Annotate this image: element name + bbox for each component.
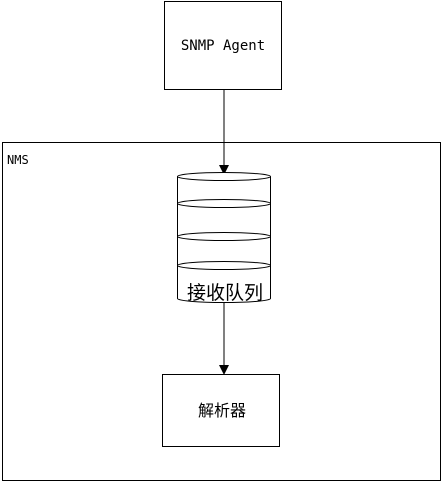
queue-label: 接收队列 xyxy=(187,282,263,304)
snmp-agent-node: SNMP Agent xyxy=(164,1,282,90)
snmp-agent-label: SNMP Agent xyxy=(181,38,265,54)
parser-label: 解析器 xyxy=(198,401,246,420)
snmp-agent-box xyxy=(164,1,282,90)
receive-queue-node: 接收队列 xyxy=(177,172,272,304)
queue-cylinder-top xyxy=(177,172,271,181)
nms-label: NMS xyxy=(7,153,29,167)
queue-cylinder-body xyxy=(177,176,271,303)
queue-ring-3 xyxy=(177,261,272,270)
parser-box xyxy=(162,374,280,447)
parser-node: 解析器 xyxy=(162,374,280,447)
queue-ring-1 xyxy=(177,199,272,208)
nms-container xyxy=(2,142,441,481)
queue-ring-2 xyxy=(177,232,272,241)
